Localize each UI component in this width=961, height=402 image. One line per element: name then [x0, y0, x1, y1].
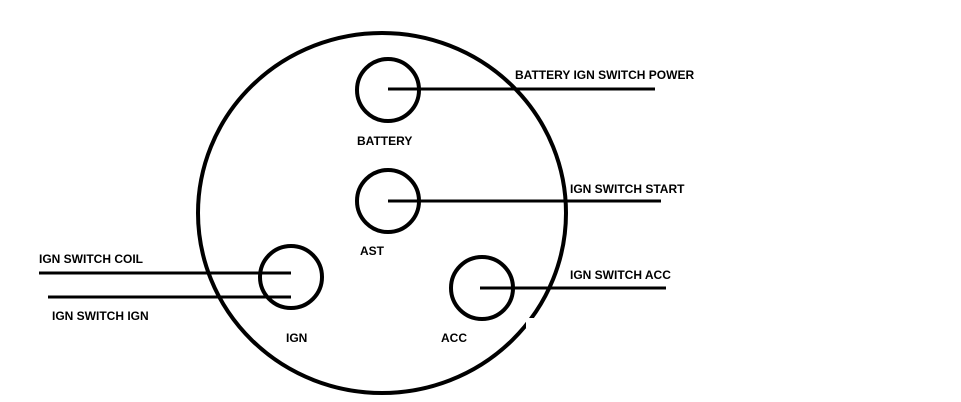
- coil-wire-label: IGN SWITCH COIL: [39, 252, 143, 266]
- ign-terminal-label: IGN: [286, 331, 307, 345]
- acc-wire-label: IGN SWITCH ACC: [570, 268, 671, 282]
- ast-terminal-label: AST: [360, 244, 385, 258]
- ign-terminal: [258, 244, 324, 310]
- battery-terminal-label: BATTERY: [357, 134, 412, 148]
- acc-terminal-label: ACC: [441, 331, 467, 345]
- battery-power-wire-label: BATTERY IGN SWITCH POWER: [515, 68, 694, 82]
- start-wire-label: IGN SWITCH START: [570, 182, 685, 196]
- body-notch: [526, 318, 534, 328]
- switch-body-outline: [196, 31, 568, 395]
- ign-wire-label: IGN SWITCH IGN: [52, 309, 149, 323]
